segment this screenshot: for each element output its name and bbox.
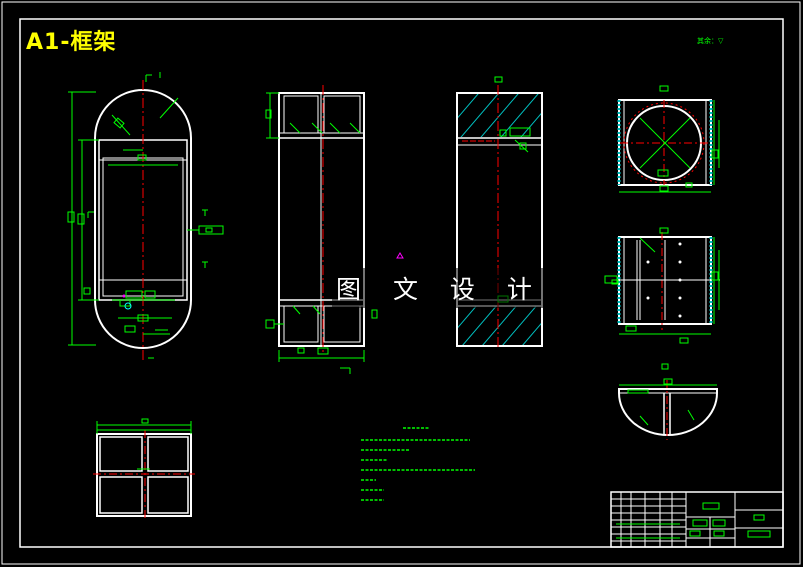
- top-view-circle: [617, 85, 720, 193]
- drawing-title: A1-框架: [26, 30, 117, 55]
- section-view: [396, 76, 543, 350]
- watermark: 图 文 设 计: [332, 268, 548, 308]
- technical-notes: [361, 427, 475, 501]
- side-view-right: [604, 227, 720, 344]
- bowl-view: [618, 363, 718, 440]
- grid-view: [93, 418, 195, 520]
- surface-roughness-note: 其余：▽: [697, 37, 724, 45]
- title-block: [610, 491, 784, 548]
- side-view: [265, 85, 378, 374]
- front-view-capsule: [67, 72, 224, 360]
